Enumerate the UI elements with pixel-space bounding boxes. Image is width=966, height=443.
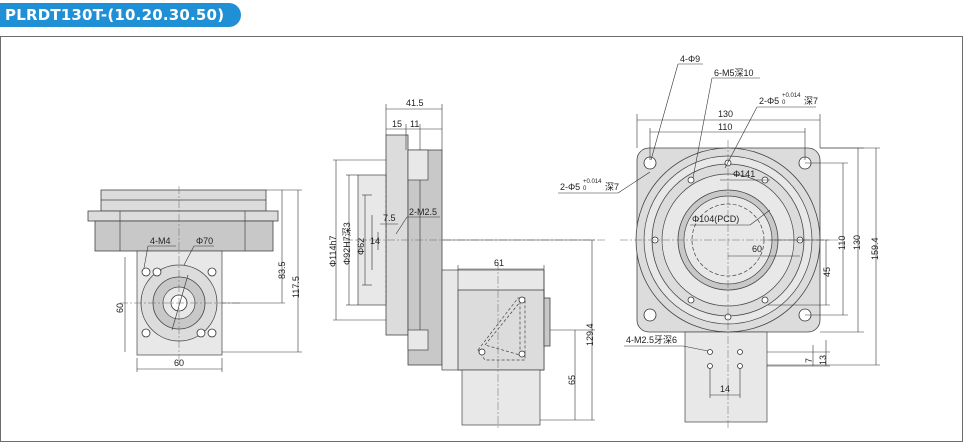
front-label-6m5: 6-M5深10 [714,68,754,78]
drawing-frame [0,36,963,442]
front-dim-159-4: 159.4 [870,237,880,260]
front-label-pcd: Φ104(PCD) [692,214,739,224]
left-dim-h2: 117.5 [291,276,301,298]
left-view: 60 60 83.5 117.5 4-M4 Φ70 [87,186,302,372]
title-badge: PLRDT130T-(10.20.30.50) [0,3,241,27]
side-view: 41.5 15 11 Φ114h7 Φ92H7深3 Φ62 7.5 14 2-M… [328,98,605,430]
front-tol-lower-left: 0 [583,186,587,192]
side-dim-7-5: 7.5 [383,213,396,223]
front-dim-130: 130 [718,109,733,119]
side-dim-top: 41.5 [406,98,424,108]
side-motor [461,369,541,426]
front-depth-left: 深7 [605,182,619,192]
side-dim-11: 11 [410,119,419,129]
side-motor-adapter [457,289,545,371]
front-motor-adapter [684,331,768,423]
left-dim-side: 60 [115,303,125,313]
page-title: PLRDT130T-(10.20.30.50) [5,6,225,24]
front-dim-110: 110 [718,122,732,132]
front-corner-hole-bl [643,308,657,322]
side-dim-phi62: Φ62 [356,238,366,255]
left-body [94,220,274,252]
side-dim-129-4: 129.4 [585,323,595,346]
side-dim-61: 61 [494,258,504,268]
front-dim-14: 14 [720,384,730,394]
front-dim-45: 45 [822,267,832,277]
front-tol-lower-top: 0 [782,100,786,106]
front-dim-110-v: 110 [837,236,847,250]
side-dim-phi92: Φ92H7深3 [342,222,352,265]
side-output-flange [385,134,409,336]
front-label-2phi5-top: 2-Φ5 [759,96,779,106]
front-label-phi141: Φ141 [733,169,755,179]
left-top-plate [100,189,267,212]
side-dim-14: 14 [370,236,380,246]
front-tol-upper-top: +0.014 [782,93,801,99]
front-dim-7: 7 [804,358,814,363]
side-dim-15: 15 [392,119,402,129]
front-dim-60: 60 [752,244,762,254]
front-dim-130-v: 130 [852,235,862,250]
front-label-m2-5: 4-M2.5牙深6 [626,335,677,345]
left-dim-h1: 83.5 [277,261,287,279]
front-label-4phi9: 4-Φ9 [680,54,700,64]
front-label-2phi5-left: 2-Φ5 [560,182,580,192]
side-dim-phi114: Φ114h7 [328,235,338,267]
left-label-phi70: Φ70 [196,236,213,246]
side-label-m2-5: 2-M2.5 [409,207,437,217]
left-flange [87,210,279,222]
side-dim-65: 65 [567,375,577,385]
front-view: 130 110 4-Φ9 6-M5深10 2-Φ5 +0.014 0 深7 2-… [558,54,880,430]
front-tol-upper-left: +0.014 [583,179,602,185]
front-depth-top: 深7 [804,96,818,106]
left-dim-bottom: 60 [174,358,184,368]
left-label-m4: 4-M4 [150,236,171,246]
front-dim-13: 13 [818,355,828,365]
